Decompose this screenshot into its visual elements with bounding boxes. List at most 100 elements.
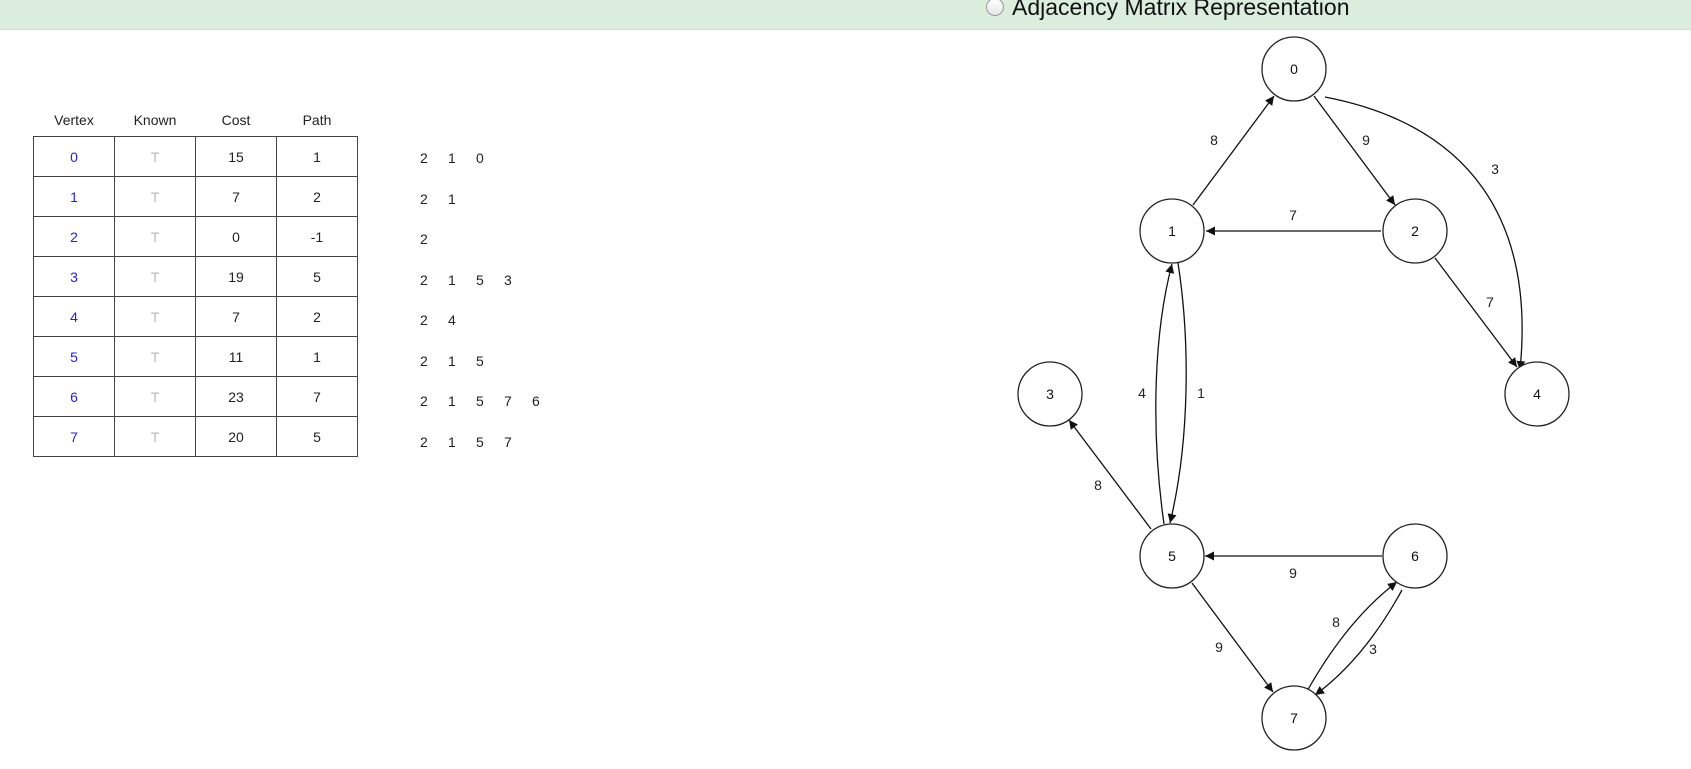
path-step: 2 xyxy=(420,433,428,450)
path-row-7: 2 1 5 7 xyxy=(420,422,560,463)
path-step: 1 xyxy=(448,393,456,410)
path-step: 1 xyxy=(448,352,456,369)
edge-weight: 9 xyxy=(1215,639,1223,655)
edge-weight: 1 xyxy=(1197,385,1205,401)
edge-weight: 3 xyxy=(1369,641,1377,657)
edge-5-1: 4 xyxy=(1138,263,1175,525)
edge-1-0: 8 xyxy=(1192,95,1275,206)
known-cell: T xyxy=(114,216,196,257)
cost-cell: 7 xyxy=(195,176,277,217)
path-step: 1 xyxy=(448,150,456,167)
path-step: 1 xyxy=(448,190,456,207)
table-row: 5 T 11 1 xyxy=(33,336,358,377)
node-label: 5 xyxy=(1168,548,1176,564)
graph-node-6[interactable]: 6 xyxy=(1382,523,1448,589)
path-step: 5 xyxy=(476,271,484,288)
table-row: 1 T 7 2 xyxy=(33,176,358,217)
path-step: 7 xyxy=(504,433,512,450)
path-step: 2 xyxy=(420,190,428,207)
known-cell: T xyxy=(114,416,196,457)
node-label: 7 xyxy=(1290,710,1298,726)
path-step: 1 xyxy=(448,271,456,288)
path-step: 6 xyxy=(532,393,540,410)
header-path: Path xyxy=(302,111,332,128)
node-label: 4 xyxy=(1533,386,1541,402)
edge-weight: 8 xyxy=(1332,614,1340,630)
edge-7-6: 8 xyxy=(1305,581,1398,694)
path-step: 4 xyxy=(448,312,456,329)
adjacency-matrix-radio-option[interactable]: Adjacency Matrix Representation xyxy=(986,0,1350,22)
path-cell: -1 xyxy=(276,216,358,257)
edge-weight: 9 xyxy=(1289,565,1297,581)
edge-weight: 7 xyxy=(1289,207,1297,223)
path-row-4: 2 4 xyxy=(420,300,560,341)
path-step: 3 xyxy=(504,271,512,288)
edge-0-2: 9 xyxy=(1313,95,1396,206)
edge-weight: 8 xyxy=(1094,477,1102,493)
edge-weight: 7 xyxy=(1486,294,1494,310)
vertex-cell: 7 xyxy=(33,416,115,457)
edge-2-4: 7 xyxy=(1434,257,1518,368)
graph-node-0[interactable]: 0 xyxy=(1261,36,1327,102)
edge-6-5: 9 xyxy=(1205,551,1382,581)
graph-node-2[interactable]: 2 xyxy=(1382,198,1448,264)
node-label: 2 xyxy=(1411,223,1419,239)
path-row-6: 2 1 5 7 6 xyxy=(420,381,560,422)
graph-node-7[interactable]: 7 xyxy=(1261,685,1327,751)
edge-weight: 8 xyxy=(1210,132,1218,148)
node-label: 3 xyxy=(1046,386,1054,402)
node-label: 6 xyxy=(1411,548,1419,564)
path-step: 5 xyxy=(476,393,484,410)
table-row: 7 T 20 5 xyxy=(33,416,358,457)
graph-node-3[interactable]: 3 xyxy=(1017,361,1083,427)
path-step: 2 xyxy=(420,271,428,288)
header-vertex: Vertex xyxy=(54,111,94,128)
path-cell: 2 xyxy=(276,296,358,337)
cost-cell: 11 xyxy=(195,336,277,377)
vertex-cell: 1 xyxy=(33,176,115,217)
path-row-1: 2 1 xyxy=(420,179,560,220)
known-cell: T xyxy=(114,176,196,217)
path-step: 0 xyxy=(476,150,484,167)
top-bar: Adjacency Matrix Representation xyxy=(0,0,1691,30)
edge-weight: 4 xyxy=(1138,385,1146,401)
path-step: 2 xyxy=(420,150,428,167)
known-cell: T xyxy=(114,256,196,297)
radio-label: Adjacency Matrix Representation xyxy=(1012,0,1350,20)
graph-node-5[interactable]: 5 xyxy=(1139,523,1205,589)
cost-cell: 19 xyxy=(195,256,277,297)
vertex-cell: 4 xyxy=(33,296,115,337)
path-row-3: 2 1 5 3 xyxy=(420,260,560,301)
path-step: 5 xyxy=(476,433,484,450)
path-step: 7 xyxy=(504,393,512,410)
path-cell: 5 xyxy=(276,416,358,457)
table-header-row: Vertex Known Cost Path xyxy=(34,103,358,137)
path-cell: 5 xyxy=(276,256,358,297)
header-known: Known xyxy=(133,111,177,128)
edge-weight: 9 xyxy=(1362,132,1370,148)
node-label: 0 xyxy=(1290,61,1298,77)
path-step: 2 xyxy=(420,393,428,410)
graph-node-4[interactable]: 4 xyxy=(1504,361,1570,427)
node-label: 1 xyxy=(1168,223,1176,239)
edge-1-5: 1 xyxy=(1167,262,1205,524)
path-row-0: 2 1 0 xyxy=(420,138,560,179)
path-step: 2 xyxy=(420,312,428,329)
path-list: 2 1 0 2 1 2 2 1 5 3 2 4 2 1 5 2 1 5 7 6 … xyxy=(420,138,560,462)
vertex-cell: 3 xyxy=(33,256,115,297)
known-cell: T xyxy=(114,376,196,417)
edge-weight: 3 xyxy=(1491,161,1499,177)
graph-node-1[interactable]: 1 xyxy=(1139,198,1205,264)
dijkstra-table: Vertex Known Cost Path 0 T 15 1 1 T 7 2 … xyxy=(33,103,358,457)
path-step: 5 xyxy=(476,352,484,369)
known-cell: T xyxy=(114,136,196,177)
edge-2-1: 7 xyxy=(1206,207,1381,236)
edge-5-3: 8 xyxy=(1068,419,1152,530)
path-step: 2 xyxy=(420,352,428,369)
path-row-5: 2 1 5 xyxy=(420,341,560,382)
dijkstra-table-container: Vertex Known Cost Path 0 T 15 1 1 T 7 2 … xyxy=(33,103,358,457)
edge-5-7: 9 xyxy=(1191,582,1274,693)
radio-button[interactable] xyxy=(986,0,1004,16)
edge-6-7: 3 xyxy=(1314,589,1403,696)
